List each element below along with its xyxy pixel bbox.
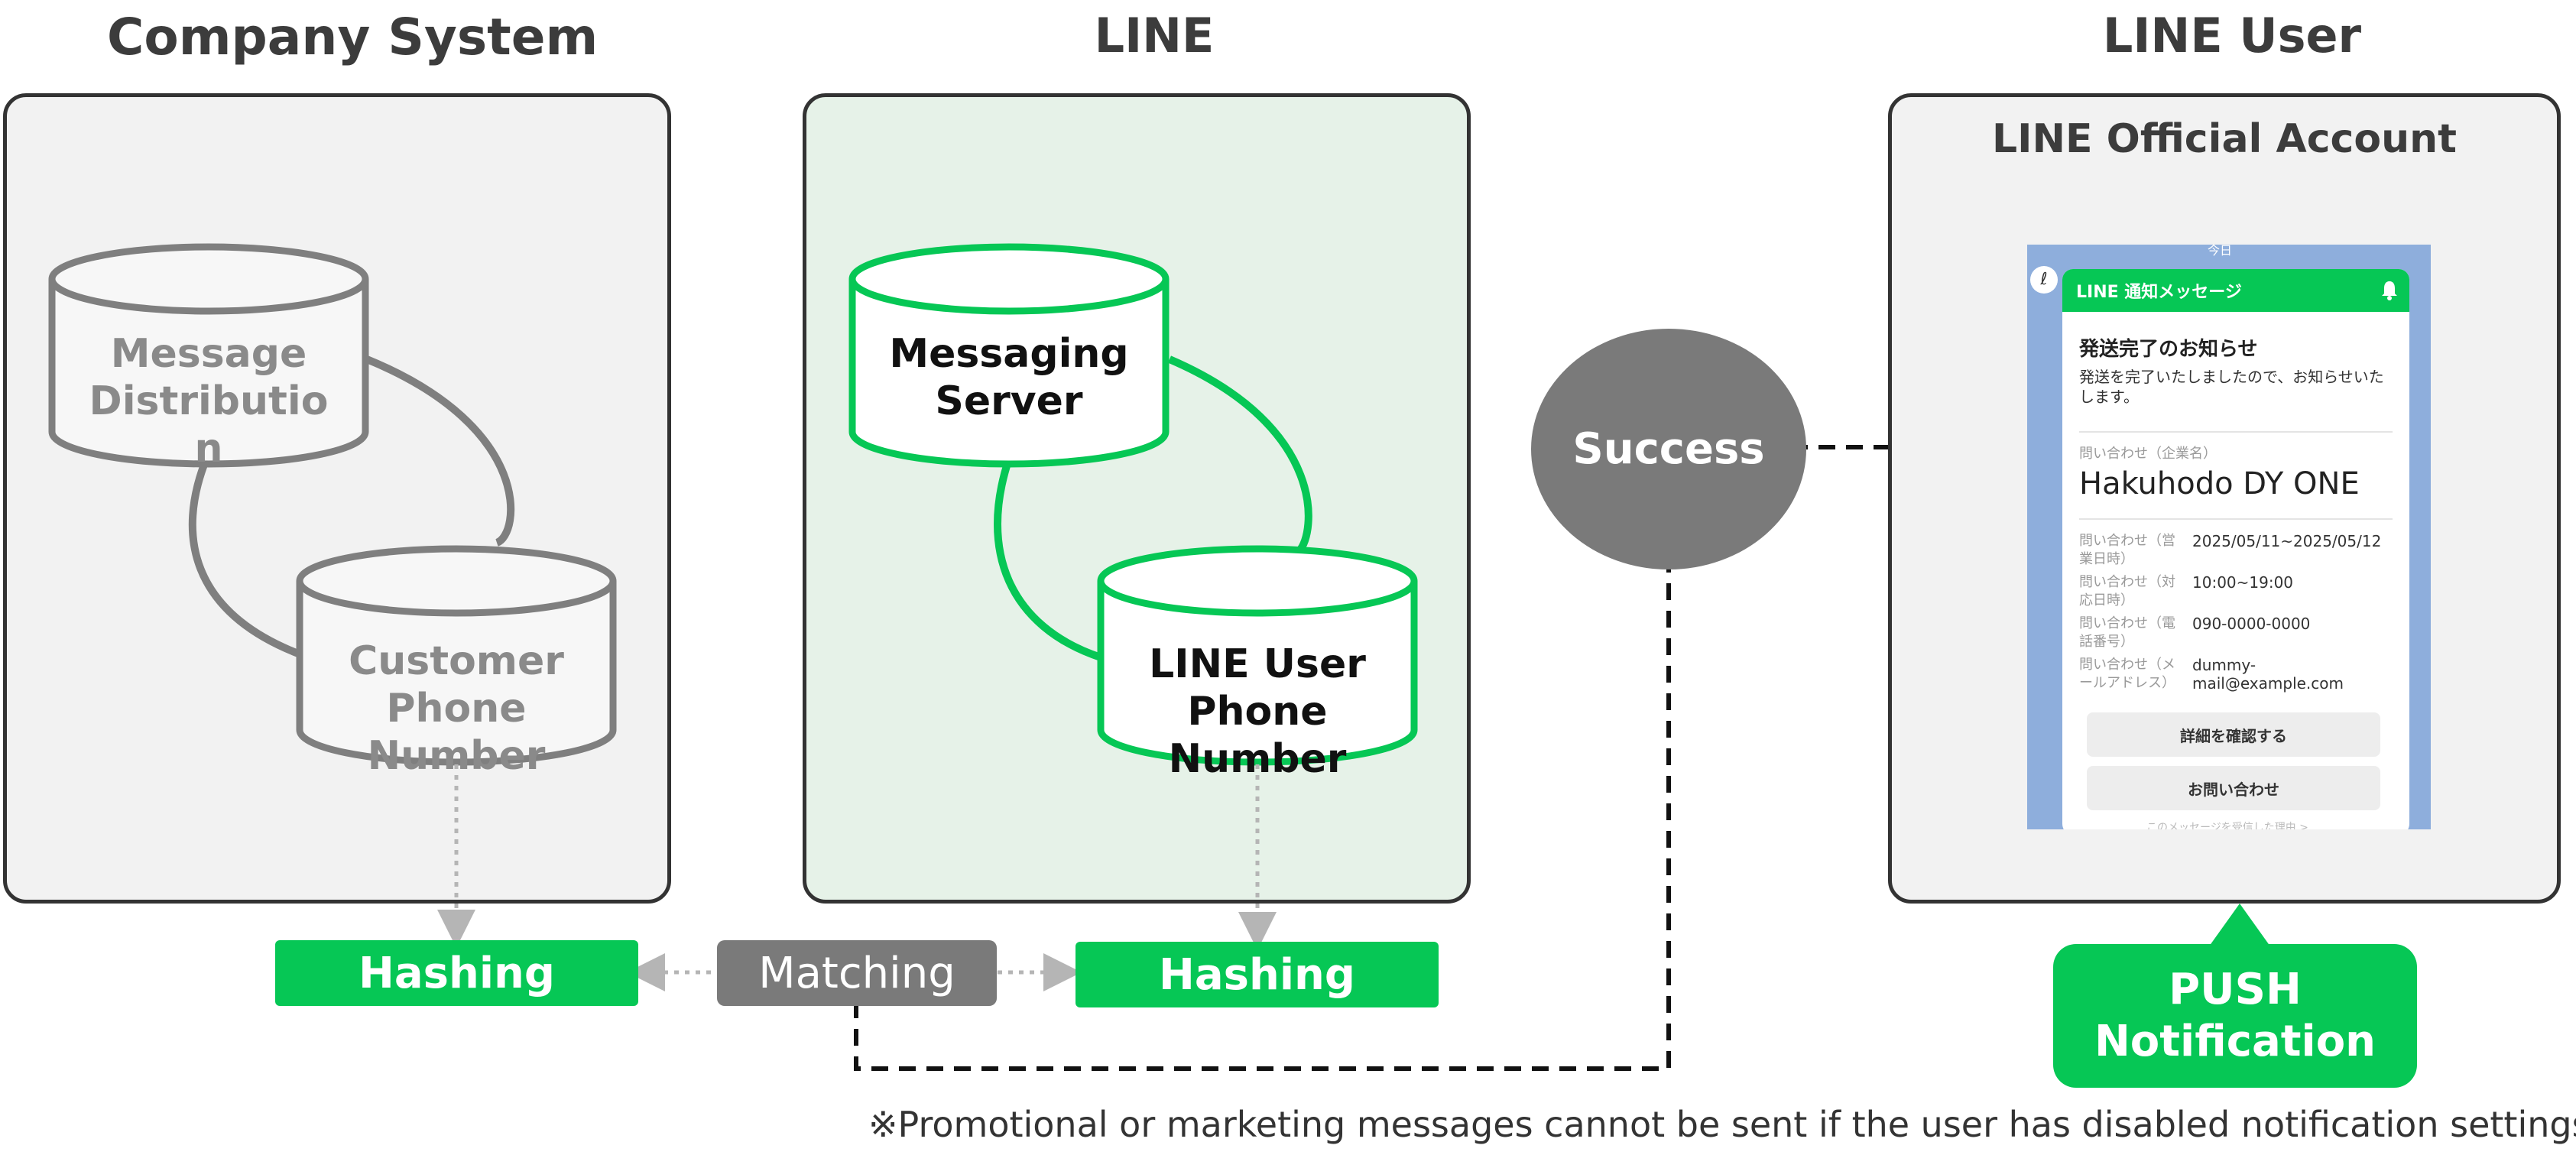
footnote: ※Promotional or marketing messages canno… bbox=[868, 1104, 2576, 1145]
hashing-company-box: Hashing bbox=[275, 940, 638, 1006]
message-distribution-label: Message Distributio n bbox=[89, 331, 329, 472]
matching-box: Matching bbox=[717, 940, 997, 1006]
messaging-server-db bbox=[848, 243, 1170, 468]
line-db-link-lower bbox=[994, 457, 1102, 661]
row-label-mail: 問い合わせ（メールアドレス） bbox=[2079, 657, 2175, 691]
company-db-link-lower bbox=[188, 457, 300, 657]
row-label-phone: 問い合わせ（電話番号） bbox=[2079, 615, 2175, 650]
push-pointer bbox=[2209, 904, 2270, 946]
company-db-link bbox=[365, 355, 515, 547]
customer-phone-db bbox=[296, 545, 617, 766]
success-node: Success bbox=[1531, 329, 1806, 569]
customer-phone-label: Customer Phone Number bbox=[349, 638, 564, 779]
line-title: LINE bbox=[1094, 8, 1215, 63]
hashing-line-box: Hashing bbox=[1075, 942, 1439, 1007]
date-tab: 今日 bbox=[2208, 245, 2233, 258]
line-user-title: LINE User bbox=[2102, 8, 2362, 63]
official-account-title: LINE Official Account bbox=[1991, 116, 2457, 162]
notice-body: 発送を完了いたしましたので、お知らせいたします。 bbox=[2079, 368, 2384, 406]
row-value-support: 10:00~19:00 bbox=[2192, 573, 2294, 592]
card-header: LINE 通知メッセージ bbox=[2062, 269, 2409, 312]
card-header-label: LINE 通知メッセージ bbox=[2076, 283, 2242, 302]
line-db-link bbox=[1168, 355, 1312, 553]
matching-to-success-path bbox=[854, 566, 1671, 1071]
row-value-mail: dummy- mail@example.com bbox=[2192, 656, 2344, 693]
line-user-phone-db bbox=[1097, 545, 1418, 766]
push-line2: Notification bbox=[2094, 1017, 2376, 1066]
company-name: Hakuhodo DY ONE bbox=[2079, 466, 2360, 501]
bell-icon bbox=[2382, 281, 2397, 300]
row-value-phone: 090-0000-0000 bbox=[2192, 615, 2311, 633]
message-distribution-db bbox=[48, 243, 369, 468]
line-panel bbox=[803, 93, 1471, 904]
push-line1: PUSH bbox=[2169, 965, 2302, 1014]
company-label: 問い合わせ（企業名） bbox=[2079, 446, 2217, 462]
push-notification-box: PUSH Notification bbox=[2053, 944, 2417, 1088]
account-avatar: ℓ bbox=[2030, 266, 2058, 294]
contact-button[interactable]: お問い合わせ bbox=[2087, 766, 2380, 810]
row-value-hours: 2025/05/11~2025/05/12 bbox=[2192, 532, 2382, 550]
line-user-phone-label: LINE User Phone Number bbox=[1149, 641, 1366, 782]
company-system-panel bbox=[3, 93, 671, 904]
row-label-support: 問い合わせ（対応日時） bbox=[2079, 574, 2175, 608]
divider bbox=[2079, 431, 2393, 433]
divider bbox=[2079, 518, 2393, 520]
row-label-hours: 問い合わせ（営業日時） bbox=[2079, 533, 2175, 567]
details-button[interactable]: 詳細を確認する bbox=[2087, 712, 2380, 757]
card-footer-link[interactable]: このメッセージを受信した理由 > bbox=[2146, 822, 2308, 829]
company-system-title: Company System bbox=[107, 8, 599, 67]
notice-title: 発送完了のお知らせ bbox=[2079, 338, 2258, 361]
messaging-server-label: Messaging Server bbox=[889, 331, 1129, 424]
phone-mockup: 今日 ℓ LINE 通知メッセージ 発送完了のお知らせ 発送を完了いたしましたの… bbox=[2027, 245, 2431, 829]
notification-card: LINE 通知メッセージ 発送完了のお知らせ 発送を完了いたしましたので、お知ら… bbox=[2062, 269, 2409, 829]
